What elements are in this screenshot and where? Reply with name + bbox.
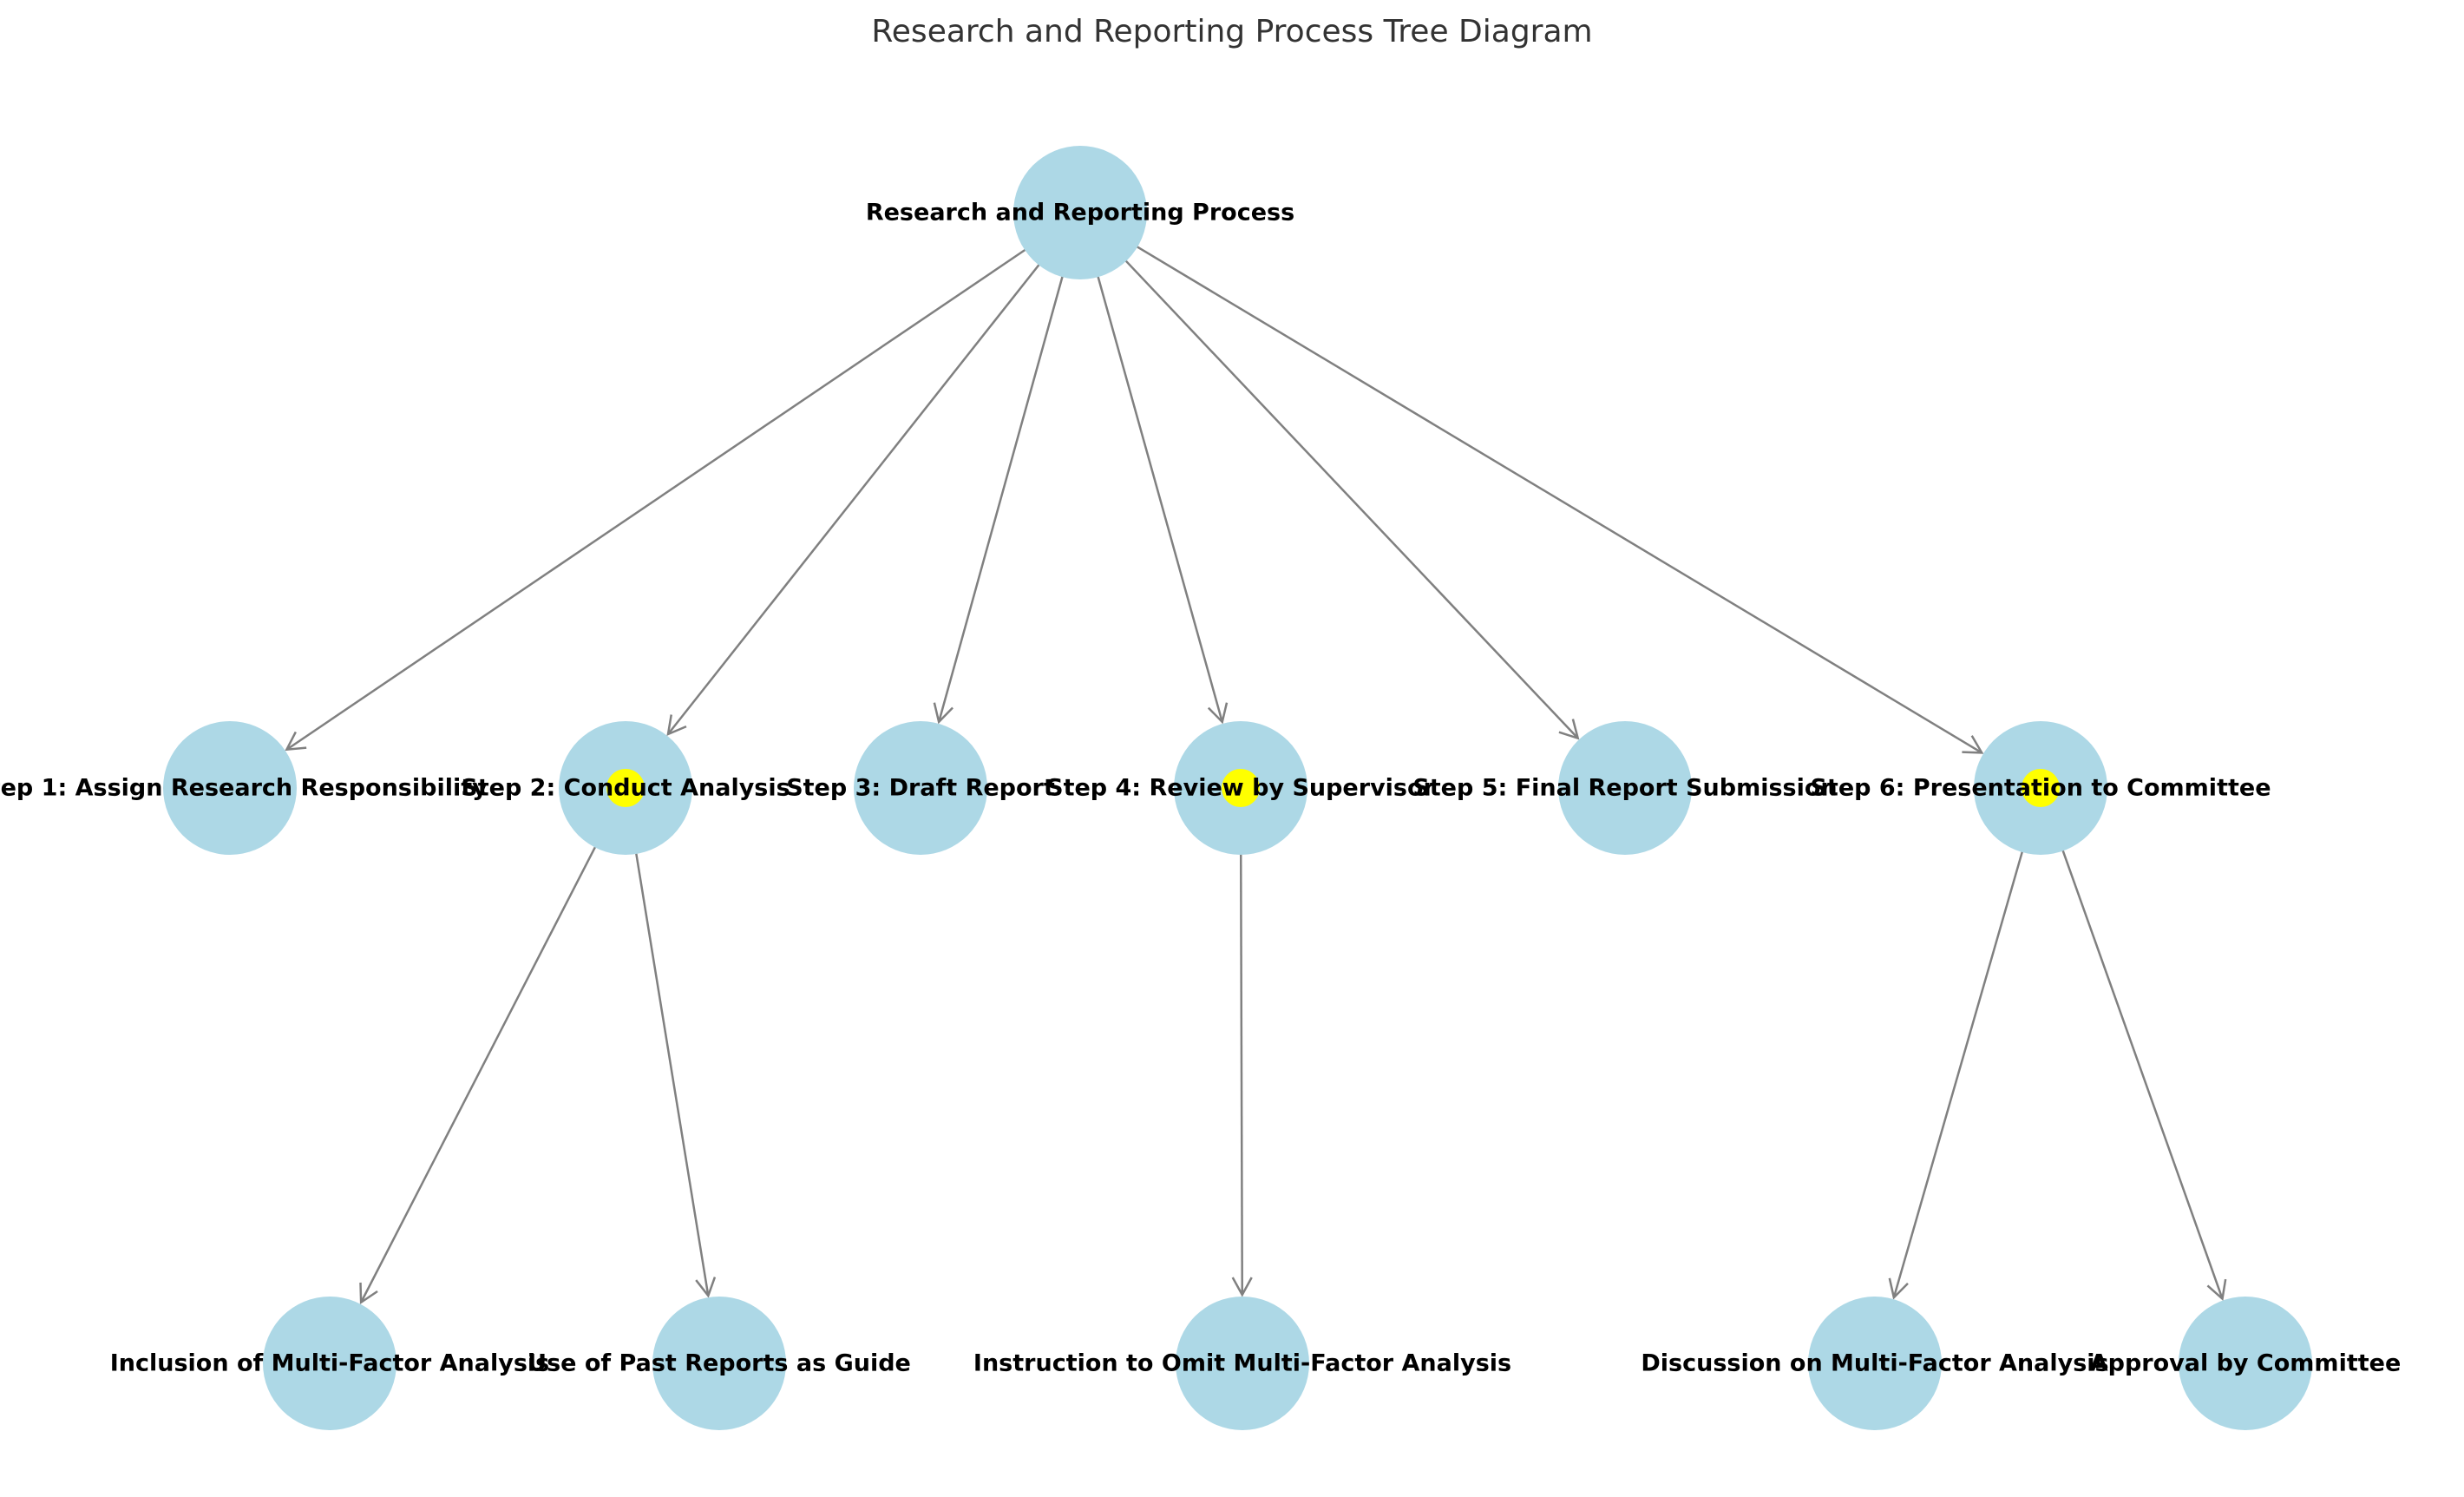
- node-circle: [1176, 1297, 1309, 1430]
- edge-line: [634, 851, 710, 1297]
- edge-arrowhead: [1558, 719, 1580, 740]
- edge-arrowhead: [2206, 1278, 2227, 1302]
- node-step2: [559, 721, 692, 855]
- edge-root-to-step4: [1096, 274, 1229, 725]
- edge-arrowhead: [285, 731, 307, 752]
- edge-step2-to-inclusion: [359, 845, 597, 1305]
- node-step3: [854, 721, 987, 855]
- edge-arrowhead: [695, 1277, 717, 1298]
- edge-line: [1239, 852, 1244, 1296]
- edge-arrowhead: [1231, 1277, 1253, 1297]
- edge-line: [937, 274, 1065, 723]
- edge-root-to-step3: [933, 274, 1065, 725]
- edge-line: [285, 247, 1027, 751]
- edge-arrowhead: [666, 714, 687, 737]
- node-step4: [1174, 721, 1307, 855]
- node-label-root: Research and Reporting Process: [866, 200, 1294, 227]
- edge-line: [2061, 849, 2224, 1299]
- nodes-layer: [163, 146, 2312, 1430]
- edge-arrowhead: [1962, 735, 1984, 754]
- edge-step6-to-approval: [2061, 849, 2227, 1302]
- edge-arrowhead: [933, 702, 953, 725]
- node-label-omit: Instruction to Omit Multi-Factor Analysi…: [973, 1350, 1511, 1377]
- node-circle: [163, 721, 297, 855]
- edge-step2-to-past: [634, 851, 717, 1298]
- node-label-past: Use of Past Reports as Guide: [528, 1350, 911, 1377]
- edge-line: [1892, 850, 2024, 1298]
- node-label-step2: Step 2: Conduct Analysis: [461, 775, 790, 802]
- node-inclusion: [263, 1297, 396, 1430]
- edge-line: [1124, 259, 1579, 739]
- edges-layer: [285, 245, 2227, 1305]
- node-root: [1013, 146, 1147, 279]
- edge-step4-to-omit: [1231, 852, 1253, 1297]
- node-label-discussion: Discussion on Multi-Factor Analysis: [1641, 1350, 2108, 1377]
- edge-line: [360, 845, 597, 1303]
- node-label-step3: Step 3: Draft Report: [786, 775, 1055, 802]
- node-circle: [854, 721, 987, 855]
- diagram-title: Research and Reporting Process Tree Diag…: [871, 14, 1592, 49]
- node-label-step1: Step 1: Assign Research Responsibility: [0, 775, 488, 802]
- edge-line: [1135, 245, 1982, 754]
- edge-arrowhead: [1888, 1277, 1909, 1300]
- edge-root-to-step6: [1135, 245, 1984, 754]
- node-approval: [2179, 1297, 2312, 1430]
- node-circle: [1013, 146, 1147, 279]
- node-circle: [652, 1297, 786, 1430]
- edge-root-to-step2: [666, 263, 1041, 737]
- node-label-approval: Approval by Committee: [2090, 1350, 2402, 1377]
- node-omit: [1176, 1297, 1309, 1430]
- highlight-marker: [2022, 769, 2060, 807]
- node-label-step4: Step 4: Review by Supervisor: [1046, 775, 1435, 802]
- node-discussion: [1808, 1297, 1942, 1430]
- highlight-marker: [1222, 769, 1260, 807]
- edge-arrowhead: [359, 1282, 378, 1305]
- node-circle: [1558, 721, 1692, 855]
- edge-line: [1096, 274, 1223, 723]
- node-step1: [163, 721, 297, 855]
- edge-root-to-step1: [285, 247, 1027, 752]
- node-step6: [1974, 721, 2107, 855]
- edge-step6-to-discussion: [1888, 850, 2024, 1300]
- edge-arrowhead: [1207, 702, 1229, 725]
- edge-root-to-step5: [1124, 259, 1580, 740]
- node-label-inclusion: Inclusion of Multi-Factor Analysis: [110, 1350, 550, 1377]
- edge-line: [667, 263, 1041, 735]
- node-circle: [2179, 1297, 2312, 1430]
- node-circle: [263, 1297, 396, 1430]
- highlight-marker: [606, 769, 645, 807]
- node-past: [652, 1297, 786, 1430]
- node-label-step5: Step 5: Final Report Submission: [1412, 775, 1837, 802]
- node-circle: [1808, 1297, 1942, 1430]
- node-step5: [1558, 721, 1692, 855]
- node-label-step6: Step 6: Presentation to Committee: [1810, 775, 2271, 802]
